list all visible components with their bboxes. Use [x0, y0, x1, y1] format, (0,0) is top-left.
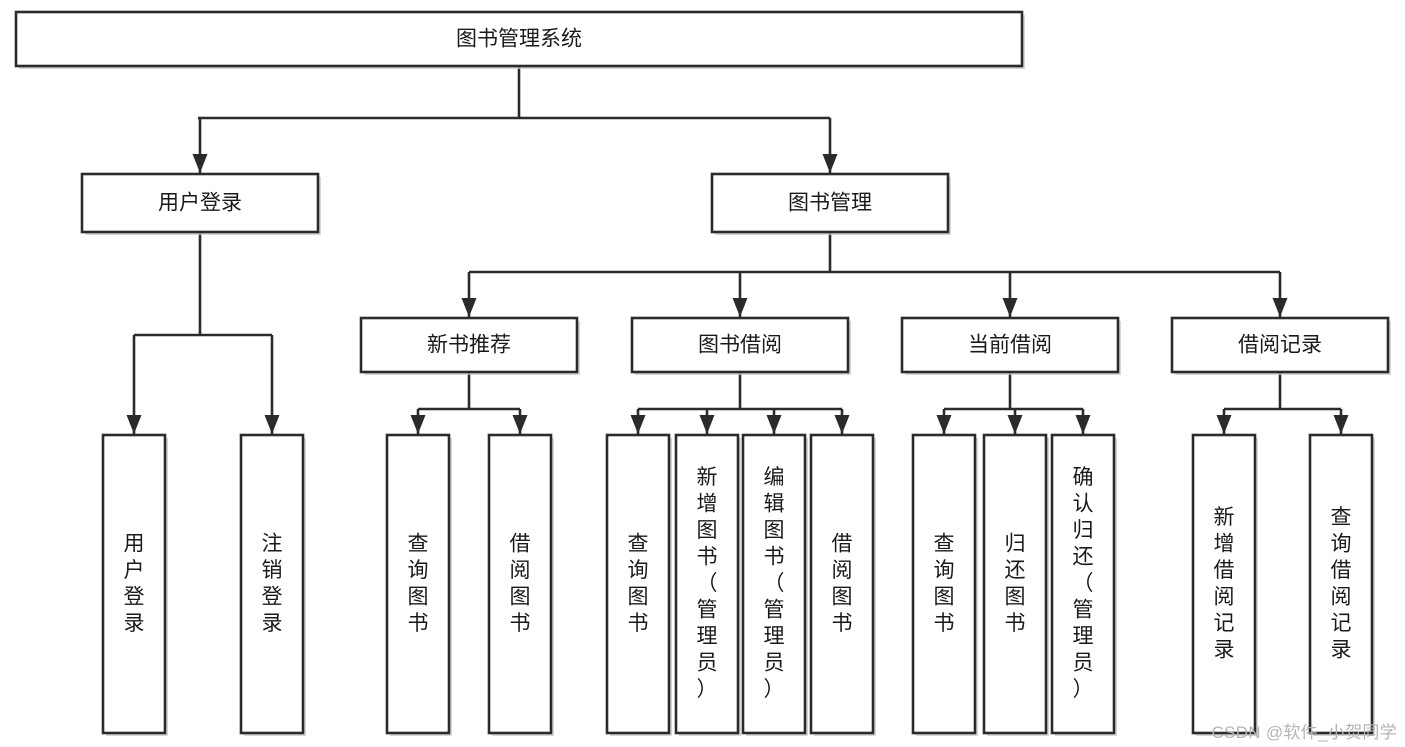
arrow-head-icon	[766, 415, 782, 434]
node-leaf-confirm-return[interactable]: 确认归还（管理员）	[1050, 433, 1117, 736]
arrow-head-icon	[834, 415, 850, 434]
node-label: 用户登录	[124, 532, 145, 635]
node-leaf-query-book-recommend[interactable]: 查询图书	[385, 433, 452, 736]
node-label: 查询图书	[934, 532, 955, 635]
node-leaf-user-login[interactable]: 用户登录	[101, 433, 168, 736]
node-label: 当前借阅	[968, 334, 1052, 357]
node-new-book-recommend[interactable]: 新书推荐	[359, 316, 580, 375]
node-label: 用户登录	[158, 192, 242, 215]
node-leaf-add-borrow-record[interactable]: 新增借阅记录	[1191, 433, 1258, 736]
node-leaf-borrow-book-recommend[interactable]: 借阅图书	[487, 433, 554, 736]
node-layer: 图书管理系统用户登录图书管理新书推荐图书借阅当前借阅借阅记录用户登录注销登录查询…	[14, 10, 1391, 736]
node-label: 确认归还（管理员）	[1073, 466, 1094, 701]
node-borrow-record[interactable]: 借阅记录	[1170, 316, 1391, 375]
node-rect[interactable]	[605, 433, 671, 735]
node-leaf-add-book[interactable]: 新增图书（管理员）	[674, 433, 741, 736]
node-label: 借阅图书	[510, 532, 531, 635]
node-label: 编辑图书（管理员）	[764, 466, 785, 701]
node-root[interactable]: 图书管理系统	[14, 10, 1025, 69]
node-leaf-borrow-book[interactable]: 借阅图书	[809, 433, 876, 736]
node-rect[interactable]	[710, 172, 950, 234]
arrow-head-icon	[732, 298, 748, 317]
node-label: 查询借阅记录	[1331, 506, 1352, 662]
node-rect[interactable]	[14, 10, 1024, 68]
node-label: 图书管理	[788, 192, 872, 215]
node-rect[interactable]	[982, 433, 1048, 735]
node-rect[interactable]	[900, 316, 1120, 374]
node-label: 注销登录	[262, 532, 283, 635]
node-leaf-query-book-borrow[interactable]: 查询图书	[605, 433, 672, 736]
node-label: 借阅记录	[1238, 334, 1322, 357]
node-label: 查询图书	[628, 532, 649, 635]
node-rect[interactable]	[101, 433, 167, 735]
node-book-management[interactable]: 图书管理	[710, 172, 951, 235]
arrow-head-icon	[1272, 298, 1288, 317]
node-rect[interactable]	[1308, 433, 1374, 735]
arrow-head-icon	[512, 415, 528, 434]
watermark-text: CSDN @软件_小贺同学	[1211, 723, 1397, 742]
node-book-borrow[interactable]: 图书借阅	[630, 316, 851, 375]
node-label: 新增借阅记录	[1214, 506, 1235, 662]
node-label: 图书管理系统	[456, 28, 582, 51]
node-rect[interactable]	[80, 172, 320, 234]
node-rect[interactable]	[1170, 316, 1390, 374]
node-rect[interactable]	[239, 433, 305, 735]
arrow-head-icon	[699, 415, 715, 434]
arrow-head-icon	[1216, 415, 1232, 434]
node-rect[interactable]	[385, 433, 451, 735]
arrow-head-icon	[264, 415, 280, 434]
arrow-head-icon	[630, 415, 646, 434]
node-rect[interactable]	[674, 433, 740, 735]
arrow-head-icon	[1002, 298, 1018, 317]
arrow-head-icon	[126, 415, 142, 434]
arrow-head-icon	[822, 154, 838, 173]
arrow-head-icon	[1007, 415, 1023, 434]
arrow-head-icon	[1333, 415, 1349, 434]
arrow-head-icon	[192, 154, 208, 173]
node-label: 新增图书（管理员）	[697, 466, 718, 701]
node-rect[interactable]	[1050, 433, 1116, 735]
node-leaf-query-borrow-record[interactable]: 查询借阅记录	[1308, 433, 1375, 736]
node-rect[interactable]	[1191, 433, 1257, 735]
node-rect[interactable]	[359, 316, 579, 374]
arrow-head-icon	[461, 298, 477, 317]
arrow-head-icon	[936, 415, 952, 434]
node-rect[interactable]	[630, 316, 850, 374]
arrow-head-icon	[410, 415, 426, 434]
node-rect[interactable]	[911, 433, 977, 735]
node-rect[interactable]	[809, 433, 875, 735]
node-leaf-edit-book[interactable]: 编辑图书（管理员）	[741, 433, 808, 736]
node-label: 归还图书	[1005, 532, 1026, 635]
node-label: 查询图书	[408, 532, 429, 635]
node-label: 借阅图书	[832, 532, 853, 635]
node-leaf-user-logout[interactable]: 注销登录	[239, 433, 306, 736]
node-leaf-return-book[interactable]: 归还图书	[982, 433, 1049, 736]
node-rect[interactable]	[487, 433, 553, 735]
node-user-login[interactable]: 用户登录	[80, 172, 321, 235]
node-current-borrow[interactable]: 当前借阅	[900, 316, 1121, 375]
arrow-head-icon	[1075, 415, 1091, 434]
node-leaf-query-book-current[interactable]: 查询图书	[911, 433, 978, 736]
node-label: 图书借阅	[698, 334, 782, 357]
node-rect[interactable]	[741, 433, 807, 735]
connector-layer	[126, 66, 1349, 434]
node-label: 新书推荐	[427, 334, 511, 357]
